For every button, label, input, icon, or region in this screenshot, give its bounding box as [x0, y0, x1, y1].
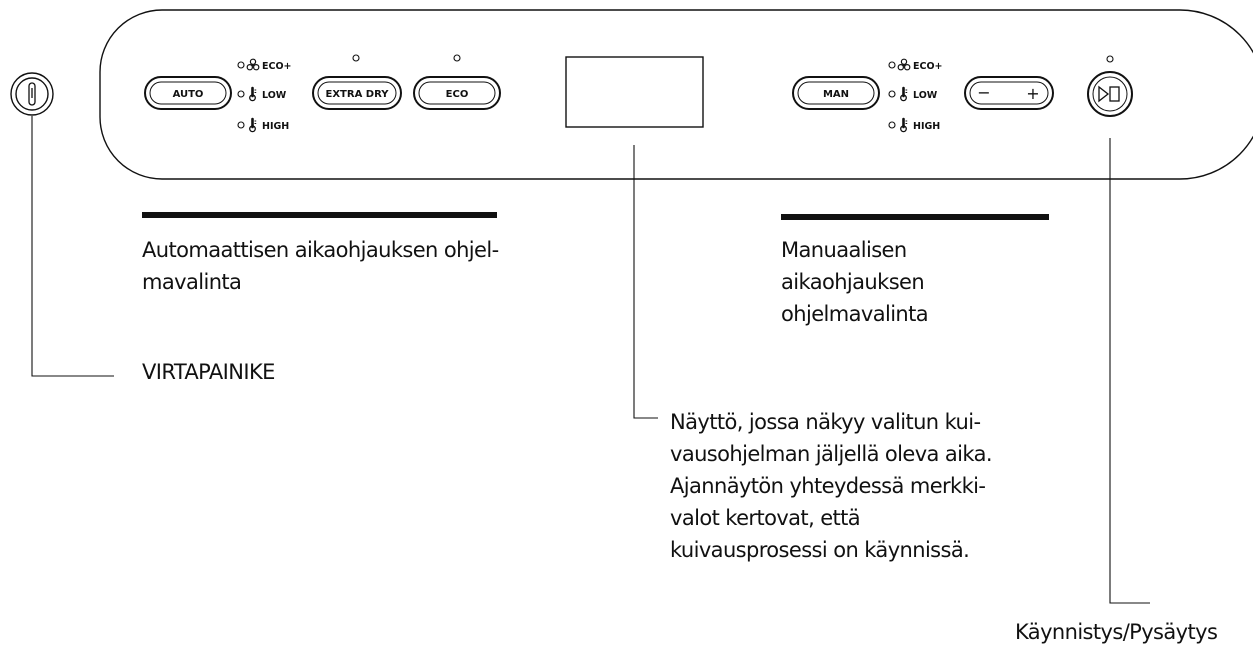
display-caption: Näyttö, jossa näkyy valitun kui- vausohj…	[670, 406, 993, 566]
manual-indicators: ECO+ LOW HIGH	[888, 58, 943, 133]
auto-program-caption: Automaattisen aikaohjauksen ohjel- maval…	[142, 234, 499, 298]
display-leader-line	[633, 145, 658, 419]
auto-button-label: AUTO	[173, 89, 204, 100]
power-icon	[28, 82, 36, 106]
minus-button[interactable]: −	[972, 83, 1008, 103]
man-button[interactable]: MAN	[792, 76, 880, 110]
auto-button[interactable]: AUTO	[144, 76, 232, 110]
indicator-high: HIGH	[888, 117, 940, 133]
caption-line: Manuaalisen	[781, 238, 907, 262]
indicator-led	[237, 90, 245, 98]
indicator-led	[237, 61, 245, 69]
start-pause-button[interactable]	[1087, 71, 1133, 117]
extra-dry-led	[352, 54, 360, 62]
high-label: HIGH	[913, 121, 940, 132]
indicator-led	[888, 121, 896, 129]
eco-led	[453, 54, 461, 62]
caption-line: Ajannäytön yhteydessä merkki-	[670, 474, 986, 498]
extra-dry-button-label: EXTRA DRY	[326, 89, 390, 100]
start-led	[1106, 55, 1114, 63]
minus-button-label: −	[977, 83, 990, 102]
indicator-led	[888, 90, 896, 98]
indicator-low: LOW	[888, 86, 938, 102]
auto-section-bar	[142, 212, 497, 218]
power-button-caption: VIRTAPAINIKE	[142, 356, 275, 388]
caption-line: mavalinta	[142, 270, 242, 294]
indicator-eco-plus: ECO+	[888, 58, 943, 72]
plus-button[interactable]: +	[1010, 83, 1046, 103]
indicator-eco-plus: ECO+	[237, 58, 292, 72]
manual-section-bar	[781, 214, 1049, 220]
indicator-low: LOW	[237, 86, 287, 102]
play-pause-icon	[1098, 85, 1120, 103]
high-label: HIGH	[262, 121, 289, 132]
low-label: LOW	[913, 90, 938, 101]
caption-line: aikaohjauksen	[781, 270, 925, 294]
indicator-high: HIGH	[237, 117, 289, 133]
caption-line: Käynnistys/Pysäytys	[1015, 620, 1218, 644]
power-leader-line	[31, 116, 114, 377]
plus-button-label: +	[1026, 84, 1039, 103]
manual-program-caption: Manuaalisen aikaohjauksen ohjelmavalinta	[781, 234, 929, 330]
eco-plus-label: ECO+	[913, 61, 943, 72]
man-button-label: MAN	[823, 89, 849, 100]
auto-indicators: ECO+ LOW HIGH	[237, 58, 292, 133]
extra-dry-button[interactable]: EXTRA DRY	[312, 76, 402, 110]
time-display	[565, 56, 704, 128]
indicator-led	[237, 121, 245, 129]
caption-line: ohjelmavalinta	[781, 302, 929, 326]
indicator-led	[888, 61, 896, 69]
eco-button-label: ECO	[446, 89, 469, 100]
eco-button[interactable]: ECO	[413, 76, 501, 110]
caption-line: kuivausprosessi on käynnissä.	[670, 538, 970, 562]
start-leader-line	[1109, 138, 1150, 604]
caption-line: VIRTAPAINIKE	[142, 360, 275, 384]
start-stop-caption: Käynnistys/Pysäytys	[1015, 616, 1218, 648]
minus-plus-rocker: − +	[964, 76, 1054, 110]
caption-line: Automaattisen aikaohjauksen ohjel-	[142, 238, 499, 262]
caption-line: vausohjelman jäljellä oleva aika.	[670, 442, 993, 466]
caption-line: valot kertovat, että	[670, 506, 861, 530]
caption-line: Näyttö, jossa näkyy valitun kui-	[670, 410, 981, 434]
eco-plus-label: ECO+	[262, 61, 292, 72]
low-label: LOW	[262, 90, 287, 101]
power-button[interactable]	[10, 72, 54, 116]
